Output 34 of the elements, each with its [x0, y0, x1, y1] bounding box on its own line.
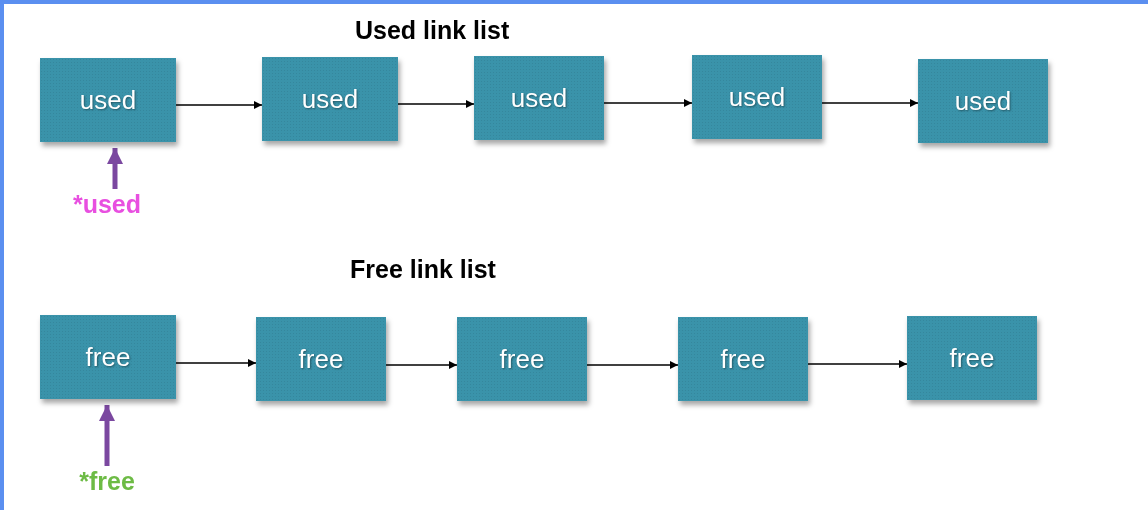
node-label: free: [720, 343, 766, 375]
arrow: [175, 101, 263, 109]
list-node-box: [256, 317, 386, 401]
list-node-box: [474, 56, 604, 140]
node-label: used: [510, 82, 568, 114]
list-node-box: [40, 315, 176, 399]
pointer-label: *free: [67, 466, 147, 496]
node-label: free: [499, 343, 545, 375]
list-heading: Free link list: [350, 255, 496, 284]
arrow: [603, 99, 693, 107]
arrow: [385, 361, 458, 369]
arrow: [397, 100, 475, 108]
list-node-box: [918, 59, 1048, 143]
arrow: [586, 361, 679, 369]
arrow: [821, 99, 919, 107]
node-label: used: [728, 81, 786, 113]
arrow: [107, 148, 123, 189]
list-node-box: [692, 55, 822, 139]
list-node-box: [678, 317, 808, 401]
list-node-box: [40, 58, 176, 142]
arrow: [99, 405, 115, 466]
node-label: used: [79, 84, 137, 116]
list-node-box: [262, 57, 398, 141]
node-label: free: [298, 343, 344, 375]
pointer-label: *used: [62, 189, 152, 219]
node-label: free: [85, 341, 131, 373]
list-node-box: [907, 316, 1037, 400]
node-label: used: [954, 85, 1012, 117]
node-label: used: [301, 83, 359, 115]
list-heading: Used link list: [355, 16, 510, 45]
list-node-box: [457, 317, 587, 401]
arrow: [175, 359, 257, 367]
node-label: free: [949, 342, 995, 374]
arrow: [807, 360, 908, 368]
